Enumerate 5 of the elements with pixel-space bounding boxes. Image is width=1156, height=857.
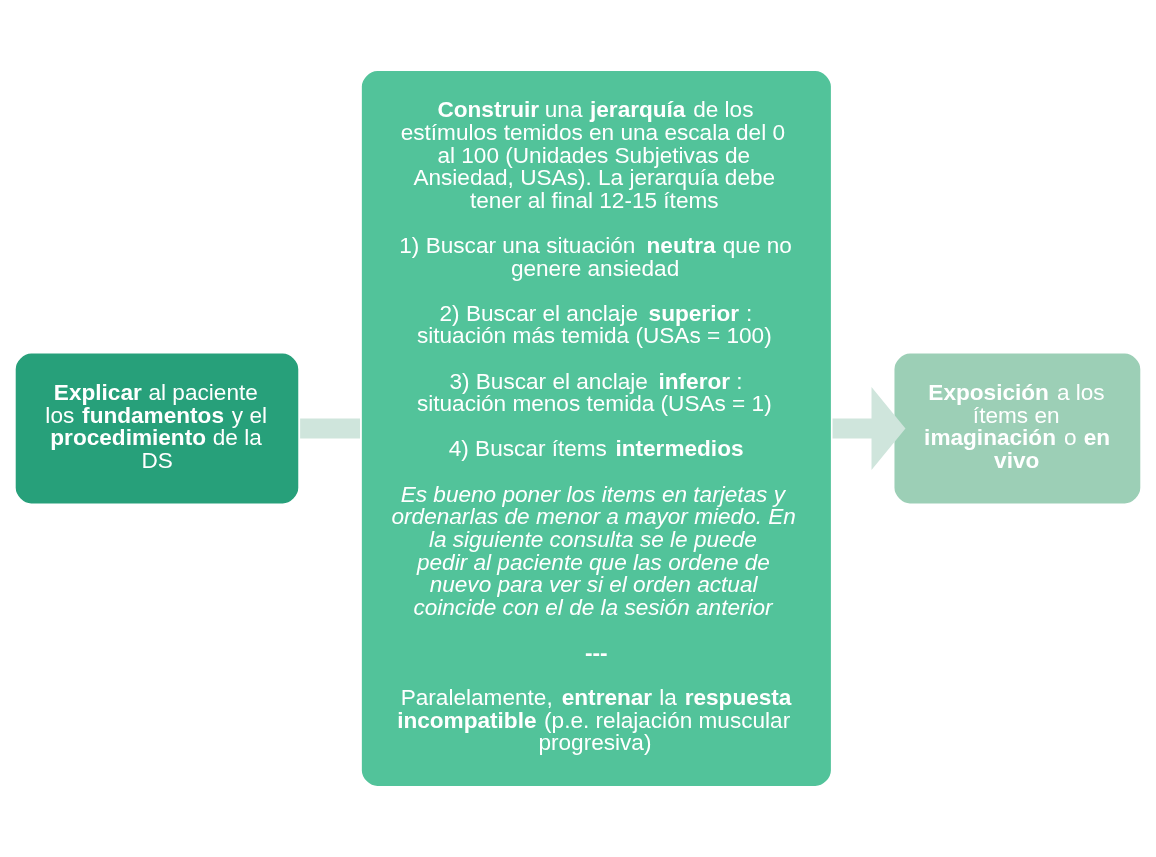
node-box: Explicar al paciente los fundamentos y el procedimiento de la DS	[12, 350, 302, 507]
connector	[300, 418, 361, 439]
node-box: Construir una jerarquía de los estímulos temidos en una escala del 0 al 100 (Unidades Subjetivas de Ansiedad, USAs). La jerarquía debe tener al final 12-15 ítems 1) Buscar una situación neutra que no genere ansiedad 2) Buscar el anclaje superior: situación más temida (USAs = 100) 3) Buscar el anclaje inferor: situación menos temida (USAs = 1) 4) Buscar ítems intermedios Es bueno poner los items en tarjetas y ordenarlas de menor a mayor miedo. En la siguiente consulta se le puede pedir al paciente que las ordene de nuevo para ver si el orden actual coincide con el de la sesión anterior --- Paralelamente, entrenar la respuesta incompatible (p.e. relajación muscular progresiva)	[359, 68, 834, 789]
node-box: Exposición a los ítems en imaginación o en vivo	[891, 350, 1144, 507]
arrow	[832, 386, 906, 471]
